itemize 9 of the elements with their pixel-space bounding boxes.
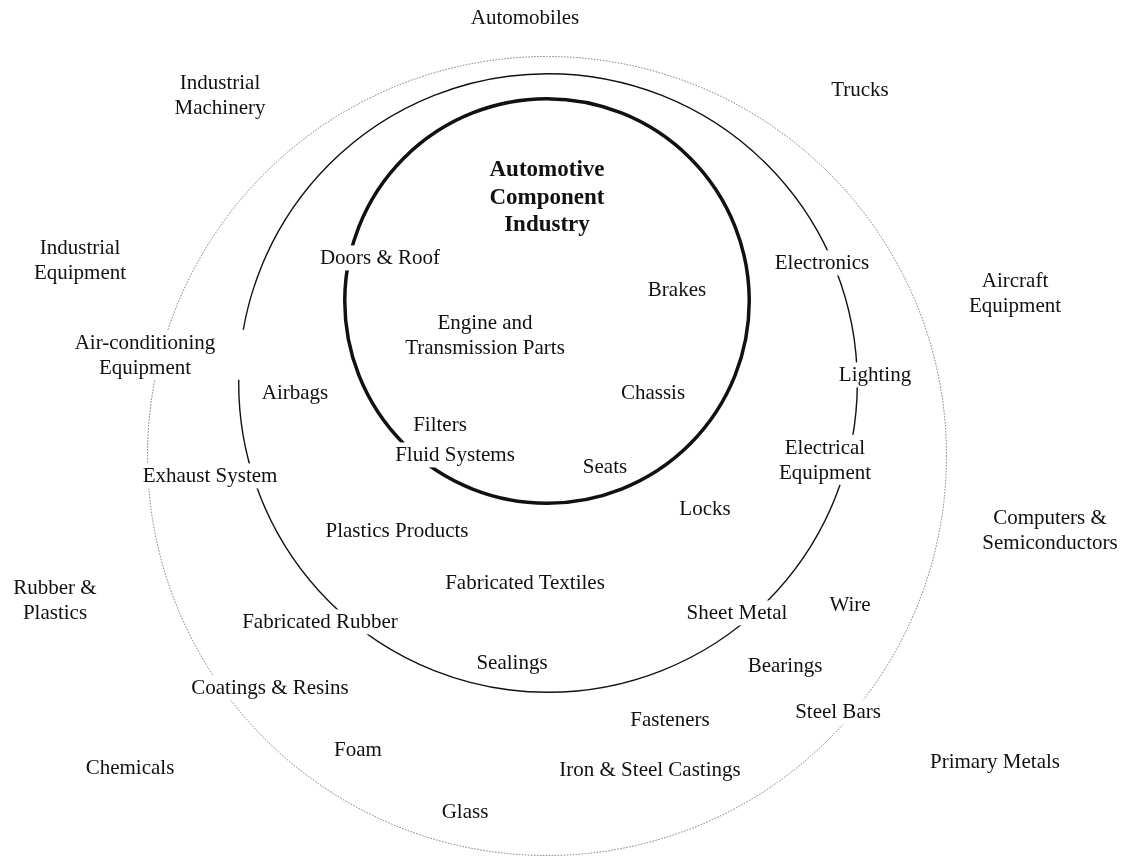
category-label: Exhaust System (140, 463, 280, 489)
category-label: Fluid Systems (393, 442, 517, 468)
category-label: Steel Bars (793, 699, 883, 725)
category-label: Fabricated Rubber (240, 609, 400, 635)
category-label: Coatings & Resins (189, 675, 351, 701)
category-label: Lighting (836, 362, 914, 388)
category-label: Doors & Roof (317, 245, 443, 271)
category-label: Electronics (772, 250, 872, 276)
category-label: Sheet Metal (684, 600, 790, 626)
